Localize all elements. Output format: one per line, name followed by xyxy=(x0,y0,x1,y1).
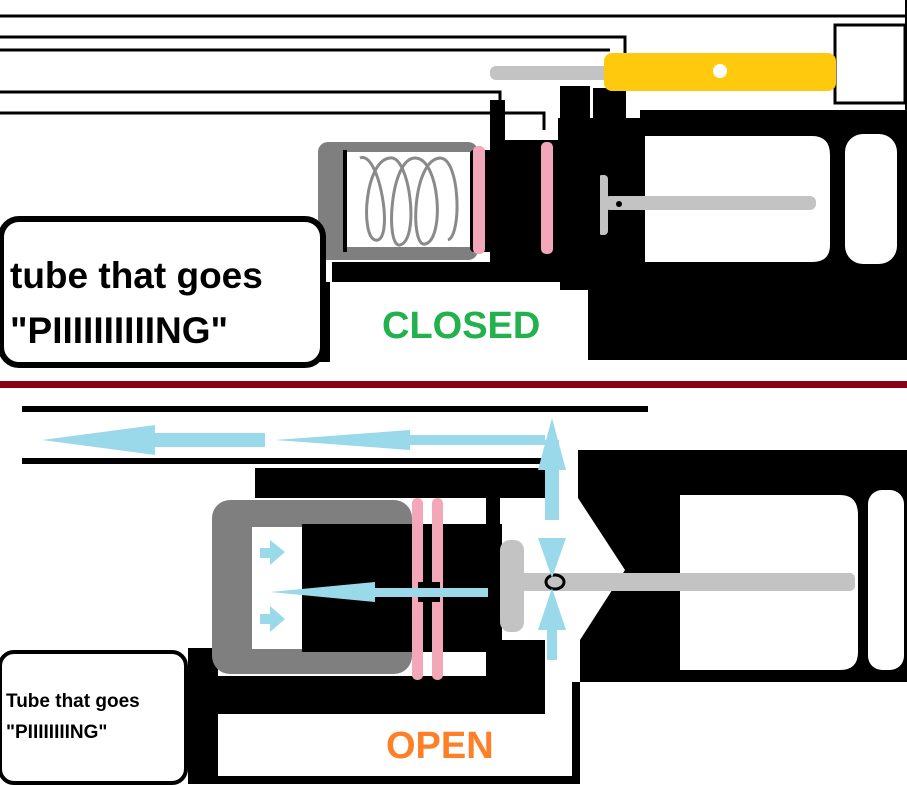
open-callout-line1: Tube that goes xyxy=(6,691,140,712)
up-arrow-from-bottom xyxy=(538,588,566,660)
closed-callout-line2: "PIIIIIIIIIING" xyxy=(10,310,228,351)
down-arrow-to-gap xyxy=(538,538,566,578)
inflow-arrow xyxy=(270,582,488,602)
closed-callout: tube that goes "PIIIIIIIIIING" xyxy=(0,216,326,368)
valve-stem-closed xyxy=(604,196,816,210)
exhaust-arrow-mid xyxy=(275,430,545,450)
spring-coil xyxy=(359,156,459,247)
open-panel: Tube that goes "PIIIIIIIING" OPEN xyxy=(0,406,907,785)
open-state-label: OPEN xyxy=(386,725,494,767)
open-callout-line2: "PIIIIIIIING" xyxy=(6,722,107,743)
cap-box xyxy=(833,23,907,105)
push-arrow-bottom xyxy=(260,606,285,632)
push-arrow-top xyxy=(260,540,285,565)
seal-ring-right xyxy=(541,142,553,254)
valve-stem-open xyxy=(520,573,855,591)
valve-plate-open xyxy=(500,540,524,632)
exhaust-arrow-left xyxy=(42,425,265,455)
panel-divider xyxy=(0,381,907,388)
closed-panel: tube that goes "PIIIIIIIIIING" CLOSED xyxy=(0,0,907,368)
open-top-rails xyxy=(22,406,648,464)
open-callout: Tube that goes "PIIIIIIIING" xyxy=(0,650,188,785)
airflow-arrows xyxy=(42,418,566,660)
closed-tube xyxy=(318,142,600,260)
closed-callout-line1: tube that goes xyxy=(10,255,263,296)
lever-rod xyxy=(490,66,610,80)
closed-state-label: CLOSED xyxy=(382,305,540,347)
seal-ring-left xyxy=(473,146,485,254)
up-arrow xyxy=(538,418,566,470)
lever-pivot xyxy=(713,64,727,78)
